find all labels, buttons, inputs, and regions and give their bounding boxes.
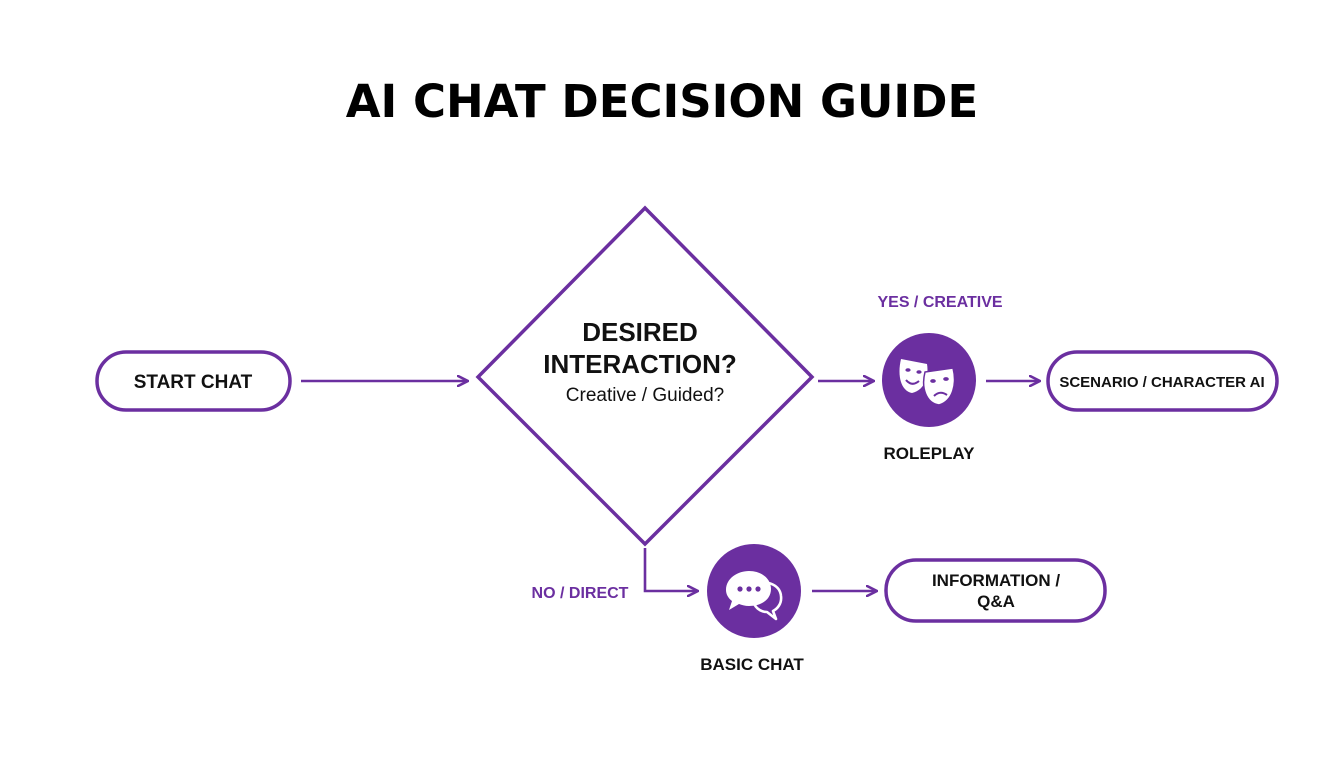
theater-masks-icon xyxy=(899,359,956,406)
scenario-character-ai-node: SCENARIO / CHARACTER AI xyxy=(1046,350,1279,412)
chat-bubbles-icon xyxy=(726,571,783,621)
start-node: START CHAT xyxy=(95,350,292,412)
decision-question-subtitle: Creative / Guided? xyxy=(566,385,724,406)
information-qa-node: INFORMATION / Q&A xyxy=(884,558,1107,623)
decision-node: DESIRED INTERACTION? Creative / Guided? xyxy=(475,205,815,547)
edge-label-yes: YES / CREATIVE xyxy=(877,294,1002,311)
information-qa-label-line2: Q&A xyxy=(977,592,1015,611)
decision-question-line2: INTERACTION? xyxy=(543,349,737,379)
edge-label-no: NO / DIRECT xyxy=(532,585,629,602)
basic-chat-node: BASIC CHAT xyxy=(700,544,804,674)
page-title: AI CHAT DECISION GUIDE xyxy=(346,75,979,128)
information-qa-label-line1: INFORMATION / xyxy=(932,571,1060,590)
roleplay-node: ROLEPLAY xyxy=(882,333,976,463)
roleplay-label: ROLEPLAY xyxy=(883,444,975,463)
decision-question-line1: DESIRED xyxy=(582,317,698,347)
basic-chat-label: BASIC CHAT xyxy=(700,655,804,674)
edge-decision-to-basic-chat xyxy=(643,548,697,591)
start-node-label: START CHAT xyxy=(134,372,253,393)
scenario-character-ai-label: SCENARIO / CHARACTER AI xyxy=(1059,374,1264,391)
